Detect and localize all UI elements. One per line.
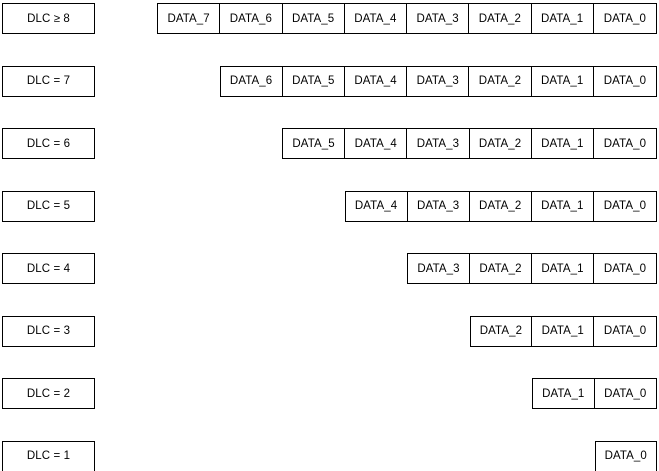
- data-byte-cell: DATA_6: [220, 4, 283, 33]
- data-byte-cell: DATA_2: [469, 191, 532, 221]
- data-byte-cell: DATA_2: [469, 129, 532, 159]
- data-byte-cell: DATA_4: [344, 66, 408, 96]
- data-byte-cell: DATA_4: [345, 129, 408, 159]
- data-byte-cell: DATA_5: [283, 129, 346, 159]
- data-byte-cell: DATA_2: [470, 316, 533, 346]
- data-byte-cell: DATA_2: [470, 254, 532, 284]
- data-byte-cell: DATA_0: [593, 66, 657, 96]
- data-byte-cell: DATA_1: [531, 4, 594, 33]
- data-byte-cell: DATA_5: [282, 4, 345, 33]
- data-byte-cell: DATA_5: [282, 66, 345, 96]
- data-byte-cell: DATA_0: [594, 254, 656, 284]
- data-byte-cell: DATA_0: [593, 129, 657, 159]
- data-byte-cell: DATA_0: [594, 379, 656, 409]
- data-byte-cell: DATA_0: [593, 191, 656, 221]
- data-byte-cell: DATA_3: [407, 129, 470, 159]
- data-byte-cell: DATA_4: [345, 191, 408, 221]
- data-byte-cell: DATA_2: [469, 4, 532, 33]
- data-byte-cell: DATA_7: [158, 4, 221, 33]
- data-byte-cell: DATA_4: [344, 4, 407, 33]
- data-byte-cell: DATA_3: [407, 191, 470, 221]
- dlc-label-box: DLC = 7: [2, 65, 95, 97]
- data-byte-cell: DATA_1: [531, 66, 594, 96]
- dlc-row: DLC = 1 DATA_0: [0, 440, 659, 471]
- dlc-label-box: DLC = 2: [2, 378, 95, 410]
- dlc-label-box: DLC = 4: [2, 253, 95, 285]
- data-byte-cell: DATA_0: [594, 316, 657, 346]
- data-byte-cell: DATA_0: [593, 4, 656, 33]
- data-byte-cell: DATA_1: [532, 316, 595, 346]
- data-byte-cell: DATA_1: [531, 129, 594, 159]
- data-byte-cell: DATA_1: [532, 254, 594, 284]
- data-byte-cell: DATA_1: [533, 379, 595, 409]
- data-byte-cell: DATA_3: [407, 66, 470, 96]
- data-byte-cell: DATA_1: [531, 191, 594, 221]
- data-byte-cell: DATA_0: [595, 441, 656, 471]
- data-byte-strip: DATA_0: [594, 440, 657, 471]
- dlc-label-box: DLC ≥ 8: [2, 3, 95, 34]
- data-byte-cell: DATA_3: [407, 4, 470, 33]
- dlc-label-box: DLC = 6: [2, 128, 95, 160]
- data-byte-cell: DATA_2: [469, 66, 532, 96]
- data-byte-cell: DATA_6: [220, 66, 283, 96]
- dlc-label-box: DLC = 5: [2, 190, 95, 222]
- data-byte-cell: DATA_3: [408, 254, 470, 284]
- dlc-label-box: DLC = 3: [2, 315, 95, 347]
- dlc-label-box: DLC = 1: [2, 440, 95, 471]
